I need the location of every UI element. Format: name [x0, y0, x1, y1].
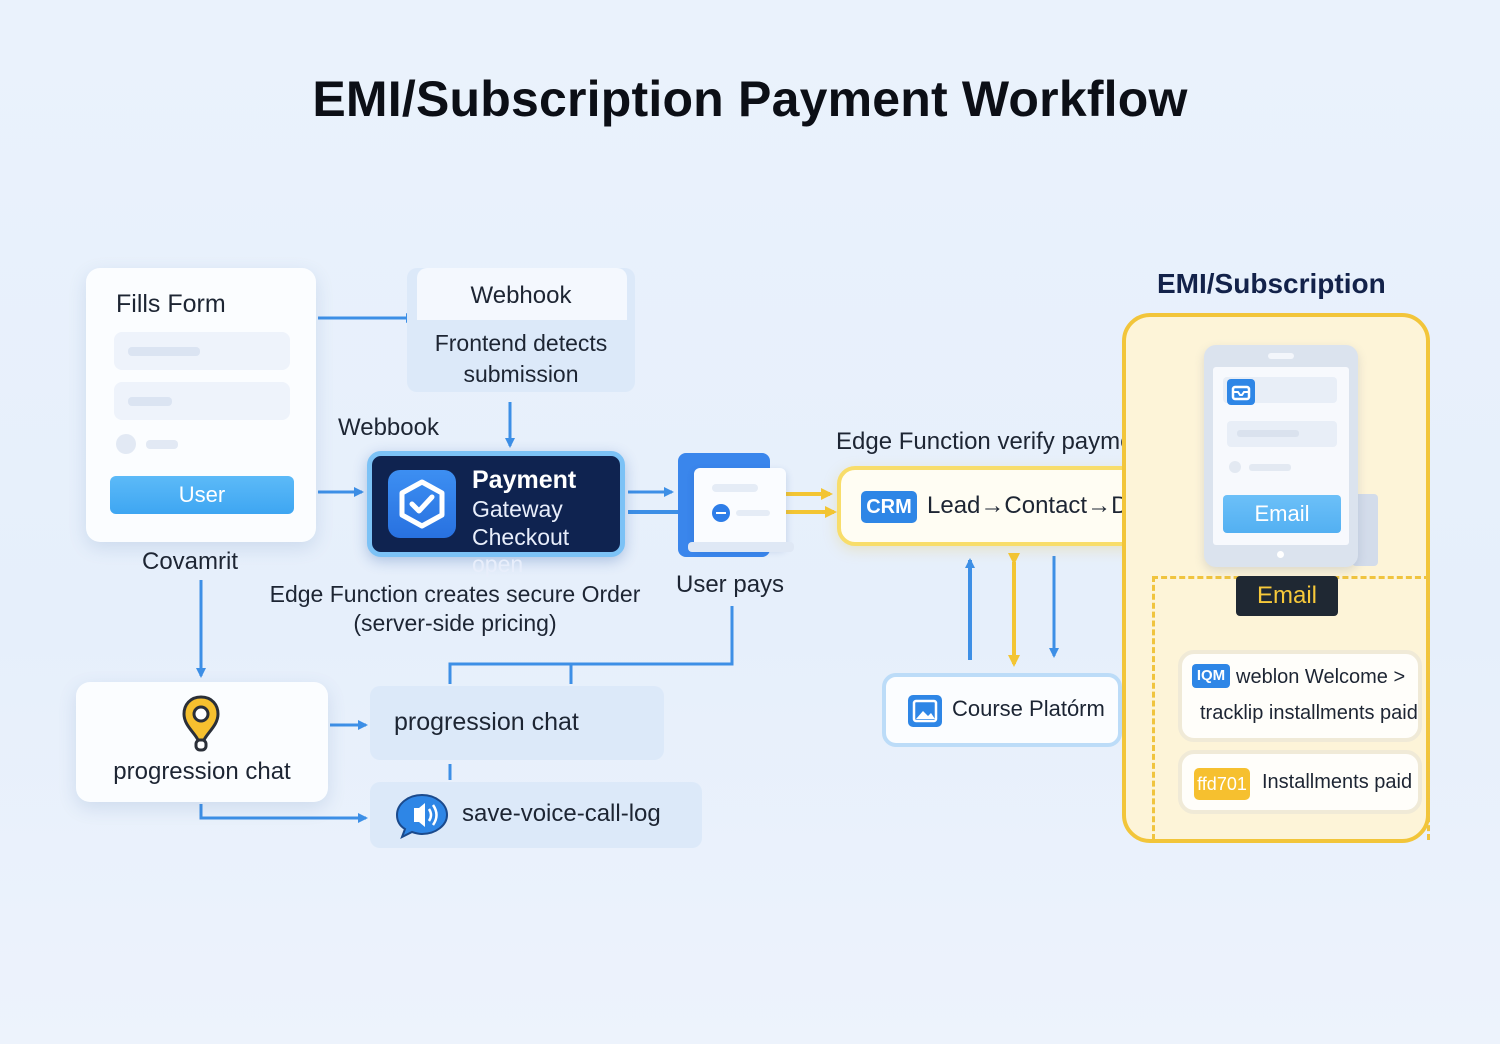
course-platform-label: Course Platórm [952, 696, 1105, 721]
tablet-home-dot [1277, 551, 1284, 558]
form-title: Fills Form [116, 290, 226, 318]
voice-log-label: save-voice-call-log [462, 800, 661, 827]
payment-document-base [688, 542, 794, 552]
progression-chat-box[interactable]: progression chat [370, 686, 664, 760]
emi-section-title: EMI/Subscription [1157, 268, 1386, 299]
welcome-line1: weblon Welcome > [1236, 666, 1406, 688]
tablet-screen: Email [1213, 367, 1349, 545]
payment-document-icon [694, 468, 786, 548]
form-card: Fills Form User [86, 268, 316, 542]
webhook-subtitle-line2: submission [463, 361, 579, 387]
iqm-badge: IQM [1192, 664, 1230, 688]
arrow-pc-card-to-voice [199, 804, 368, 823]
user-pays-label: User pays [676, 571, 785, 598]
crm-card[interactable]: CRM Lead→Contact→Deal [837, 466, 1167, 546]
crm-pipeline-text: Lead→Contact→Deal [927, 492, 1161, 519]
progression-chat-card-label: progression chat [113, 758, 291, 785]
welcome-line2: tracklip installments paid [1200, 702, 1418, 724]
webhook-title: Webhook [470, 282, 572, 309]
edge-order-line1: Edge Function creates secure Order [269, 581, 641, 607]
installments-label: Installments paid [1262, 771, 1413, 793]
voice-call-icon [394, 791, 450, 840]
webhook-subtitle-line1: Frontend detects [434, 330, 608, 356]
form-field-name[interactable] [114, 332, 290, 370]
webhook-card: Webhook Frontend detects submission [407, 268, 635, 392]
edge-order-line2: (server-side pricing) [353, 610, 557, 636]
form-caption: Covamrit [142, 548, 239, 575]
edge-verify-label: Edge Function verify payment [836, 428, 1154, 455]
location-pin-icon [180, 694, 222, 754]
form-field-email[interactable] [114, 382, 290, 420]
user-button[interactable]: User [110, 476, 294, 514]
progression-chat-box-label: progression chat [394, 708, 579, 736]
webhook-header [417, 268, 627, 320]
tablet-notch [1268, 353, 1294, 359]
tablet-mockup: Email [1204, 345, 1358, 567]
image-icon [908, 695, 942, 727]
minus-icon [712, 504, 730, 522]
edge-order-label: Edge Function creates secure Order (serv… [259, 581, 651, 637]
tablet-email-button[interactable]: Email [1223, 495, 1341, 533]
gateway-line1: Gateway [472, 496, 563, 522]
welcome-email-card[interactable]: IQM weblon Welcome > tracklip installmen… [1178, 650, 1422, 742]
webbook-label: Webbook [338, 414, 439, 441]
email-badge: Email [1236, 576, 1338, 616]
gateway-title: Payment [472, 466, 577, 494]
page-title: EMI/Subscription Payment Workflow [312, 71, 1188, 127]
payment-gateway-card[interactable]: Payment Gateway Checkout open [367, 451, 625, 577]
crm-badge: CRM [861, 491, 917, 523]
installments-badge: ffd701 [1194, 768, 1250, 800]
webhook-subtitle: Frontend detects submission [407, 328, 635, 390]
installments-card[interactable]: ffd701 Installments paid [1178, 750, 1422, 814]
gateway-line2: Checkout open [472, 524, 570, 577]
inbox-icon [1227, 379, 1255, 405]
line-userpays-to-progression [448, 606, 734, 684]
form-radio-label [146, 440, 178, 449]
course-platform-card[interactable]: Course Platórm [882, 673, 1122, 747]
form-radio[interactable] [116, 434, 136, 454]
gateway-shield-icon [388, 470, 456, 538]
